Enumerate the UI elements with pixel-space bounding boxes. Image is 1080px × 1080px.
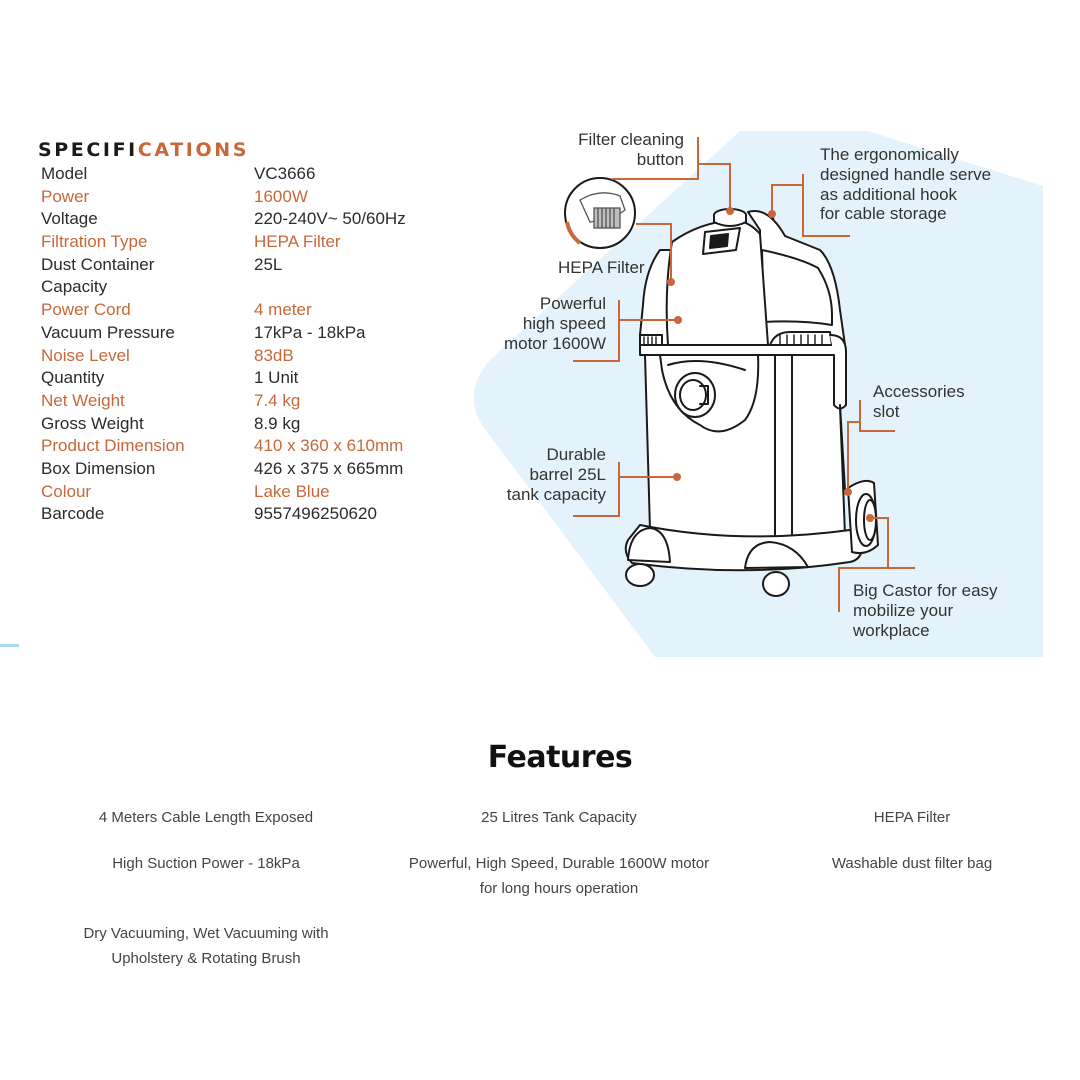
specifications-table: Model VC3666 Power 1600W Voltage 220-240V~ … [41, 163, 461, 526]
callout-line: Accessories [873, 382, 965, 401]
callout-line: Big Castor for easy [853, 581, 998, 600]
feature-text: High Suction Power - 18kPa [112, 855, 300, 872]
feature-item: Dry Vacuuming, Wet Vacuuming with Uphols… [26, 922, 386, 971]
spec-value: Lake Blue [254, 481, 330, 501]
feature-text: Washable dust filter bag [831, 855, 993, 872]
callout-line: slot [873, 401, 900, 421]
spec-row-power: Power 1600W [41, 186, 461, 209]
spec-row-power-cord: Power Cord 4 meter [41, 299, 461, 322]
spec-label: Quantity [41, 368, 105, 388]
feature-text: Upholstery & Rotating Brush [111, 949, 301, 967]
spec-label: Voltage [41, 209, 98, 229]
hepa-filter-inset [564, 177, 636, 249]
callout-line: button [636, 149, 684, 169]
callout-line: motor 1600W [503, 333, 606, 353]
callout-line: tank capacity [506, 484, 606, 504]
callout-line: The ergonomically [820, 145, 959, 164]
spec-label: Power [41, 186, 90, 206]
decorative-marker [0, 644, 19, 647]
callout-line: workplace [853, 620, 930, 640]
spec-value: VC3666 [254, 164, 316, 183]
callout-line: as additional hook [820, 184, 958, 204]
callout-line: HEPA Filter [558, 258, 645, 277]
heading-part-dark: SPECIFI [38, 139, 138, 161]
spec-label: Net Weight [41, 390, 125, 410]
callout-dots [667, 207, 874, 522]
feature-text: Dry Vacuuming, Wet Vacuuming with [83, 925, 329, 942]
spec-label: Model [41, 164, 88, 183]
spec-value: 25L [254, 254, 283, 274]
callout-line: barrel 25L [529, 464, 606, 484]
spec-row-model: Model VC3666 [41, 163, 461, 186]
callout-line: Durable [546, 445, 606, 464]
feature-item: High Suction Power - 18kPa [26, 852, 386, 877]
spec-label: Filtration Type [41, 232, 148, 252]
product-illustration [473, 131, 1044, 657]
specifications-heading: SPECIFICATIONS [38, 139, 249, 161]
spec-label: Product Dimension [41, 436, 185, 456]
feature-item: 25 Litres Tank Capacity [379, 806, 739, 831]
spec-row-voltage: Voltage 220-240V~ 50/60Hz [41, 208, 461, 231]
callout-handle: The ergonomically designed handle serve … [820, 145, 991, 224]
callout-line: high speed [522, 313, 606, 333]
feature-text: Powerful, High Speed, Durable 1600W moto… [408, 855, 710, 872]
vacuum-cleaner-illustration [624, 208, 879, 597]
callout-line: designed handle serve [820, 164, 992, 184]
callout-castor: Big Castor for easy mobilize your workpl… [853, 581, 998, 640]
spec-row-gross-weight: Gross Weight 8.9 kg [41, 413, 461, 436]
feature-item: Powerful, High Speed, Durable 1600W moto… [379, 852, 739, 901]
callout-hepa-filter: HEPA Filter [558, 258, 645, 278]
spec-value: 9557496250620 [254, 504, 377, 524]
spec-label: Noise Level [41, 345, 130, 365]
callout-accessories-slot: Accessories slot [873, 382, 965, 422]
spec-row-vacuum-pressure: Vacuum Pressure 17kPa - 18kPa [41, 322, 461, 345]
spec-value: 220-240V~ 50/60Hz [254, 209, 406, 229]
callout-leader-lines [573, 137, 915, 612]
callout-line: Powerful [539, 294, 606, 313]
spec-row-filtration-type: Filtration Type HEPA Filter [41, 231, 461, 254]
spec-label: Vacuum Pressure [41, 322, 175, 342]
spec-label: Colour [41, 481, 92, 501]
spec-value: 7.4 kg [254, 390, 301, 410]
callout-line: mobilize your [853, 600, 954, 620]
spec-row-dust-container: Dust Container 25L [41, 254, 461, 277]
spec-label: Dust Container [41, 254, 155, 274]
callout-motor: Powerful high speed motor 1600W [504, 294, 606, 353]
feature-text: 4 Meters Cable Length Exposed [98, 809, 314, 826]
spec-label: Barcode [41, 504, 105, 524]
feature-item: HEPA Filter [732, 806, 1080, 831]
spec-value: 1600W [254, 186, 308, 206]
spec-label: Box Dimension [41, 458, 156, 478]
spec-row-capacity: Capacity [41, 276, 461, 299]
spec-row-product-dimension: Product Dimension 410 x 360 x 610mm [41, 435, 461, 458]
spec-row-box-dimension: Box Dimension 426 x 375 x 665mm [41, 458, 461, 481]
spec-row-net-weight: Net Weight 7.4 kg [41, 390, 461, 413]
spec-row-quantity: Quantity 1 Unit [41, 367, 461, 390]
feature-item: Washable dust filter bag [732, 852, 1080, 877]
features-heading: Features [487, 740, 633, 775]
feature-text: HEPA Filter [873, 809, 951, 826]
spec-label: Capacity [41, 277, 108, 297]
spec-value: 4 meter [254, 300, 312, 320]
heading-part-accent: CATIONS [137, 139, 249, 161]
feature-item: 4 Meters Cable Length Exposed [26, 806, 386, 831]
spec-label: Power Cord [41, 300, 131, 320]
spec-value: 8.9 kg [254, 413, 301, 433]
spec-label: Gross Weight [41, 413, 144, 433]
feature-text: 25 Litres Tank Capacity [481, 809, 637, 826]
spec-value: 410 x 360 x 610mm [254, 436, 404, 456]
callout-barrel: Durable barrel 25L tank capacity [507, 445, 606, 504]
callout-line: Filter cleaning [578, 130, 684, 149]
spec-value: HEPA Filter [254, 232, 341, 252]
spec-value: 1 Unit [254, 368, 299, 388]
callout-line: for cable storage [820, 204, 947, 224]
spec-row-colour: Colour Lake Blue [41, 481, 461, 504]
spec-value: 426 x 375 x 665mm [254, 458, 404, 478]
spec-value: 83dB [254, 345, 294, 365]
spec-row-barcode: Barcode 9557496250620 [41, 503, 461, 526]
feature-text: for long hours operation [479, 879, 639, 897]
spec-row-noise-level: Noise Level 83dB [41, 345, 461, 368]
callout-filter-cleaning-button: Filter cleaning button [578, 130, 684, 170]
spec-value: 17kPa - 18kPa [254, 322, 366, 342]
